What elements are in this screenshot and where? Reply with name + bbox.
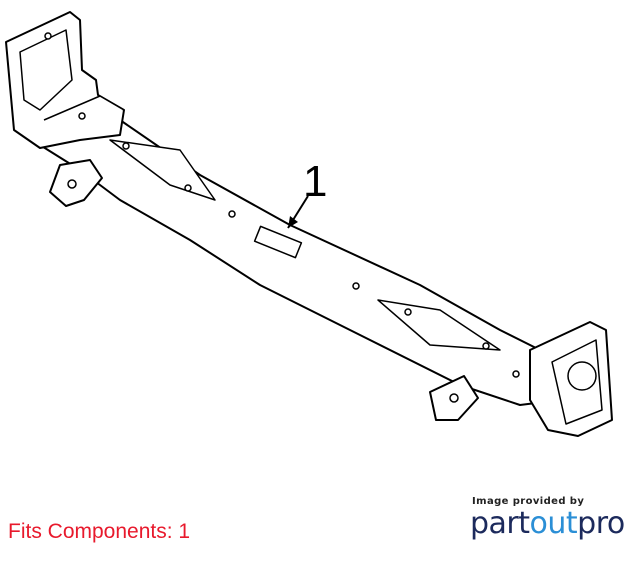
- brand-part3: pro: [577, 506, 625, 541]
- credit-text: Image provided by: [472, 496, 585, 507]
- crossmember-diagram: [5, 11, 613, 437]
- fits-components-text: Fits Components: 1: [8, 520, 191, 543]
- brand-part1: part: [470, 506, 530, 541]
- brand-part2: out: [529, 506, 578, 541]
- callout-number: 1: [303, 157, 328, 206]
- beam-body: [39, 117, 561, 406]
- brand-logo: partoutpro: [470, 509, 630, 539]
- image-credit: Image provided by partoutpro: [470, 496, 630, 539]
